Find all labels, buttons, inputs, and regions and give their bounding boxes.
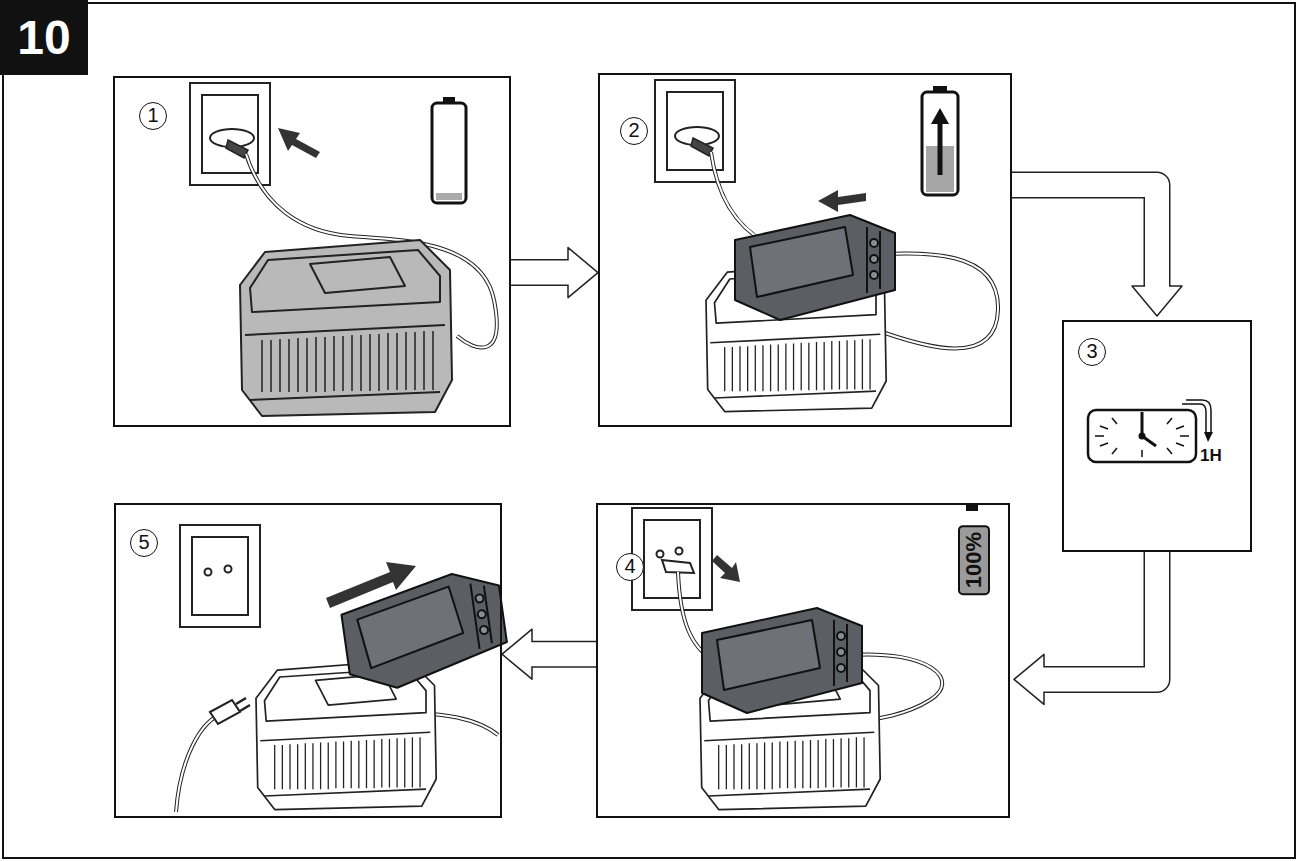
hollow-arrow [1014,552,1157,704]
callout-number: 1 [139,102,167,130]
step-panel: 1 [113,76,511,427]
step-panel: 2 [598,73,1012,427]
step-panel: 3 1H [1062,320,1252,552]
time-label: 1H [1198,446,1224,466]
figure-number: 10 [0,0,88,75]
hollow-arrow [511,248,598,298]
battery-percent: 100% [958,525,990,595]
hollow-arrow [502,629,596,679]
callout-number: 2 [620,117,648,145]
hollow-arrow [1012,185,1182,316]
step-panel: 5 [114,503,502,818]
callout-number: 5 [130,529,158,557]
callout-number: 4 [616,553,644,581]
callout-number: 3 [1078,338,1106,366]
step-panel: 4 100% [596,503,1010,818]
